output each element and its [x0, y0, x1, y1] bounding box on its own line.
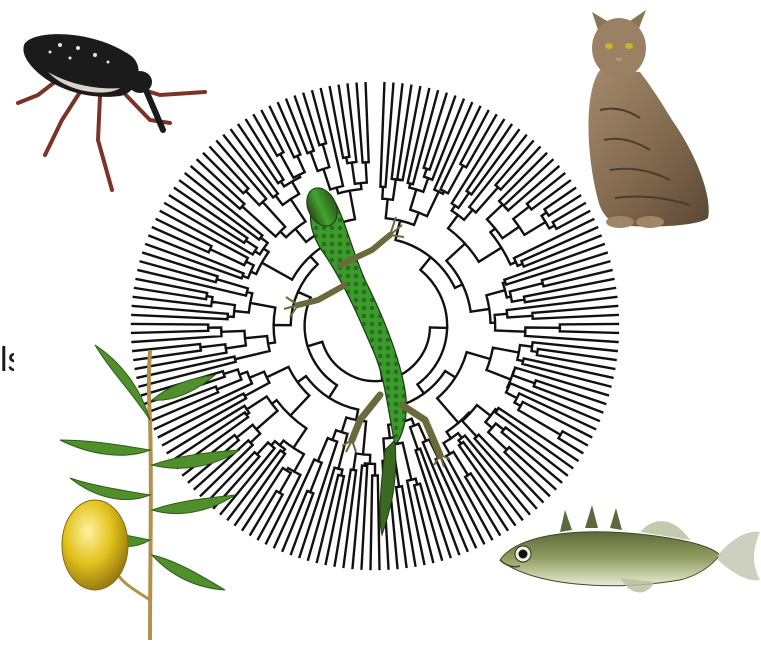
stickleback-fish-illustration — [500, 505, 760, 593]
weevil-beetle-illustration — [18, 34, 205, 190]
cropped-text-fragment: ls — [0, 340, 14, 380]
tabby-cat-illustration — [588, 10, 708, 228]
lemon-plant-illustration — [60, 345, 240, 640]
